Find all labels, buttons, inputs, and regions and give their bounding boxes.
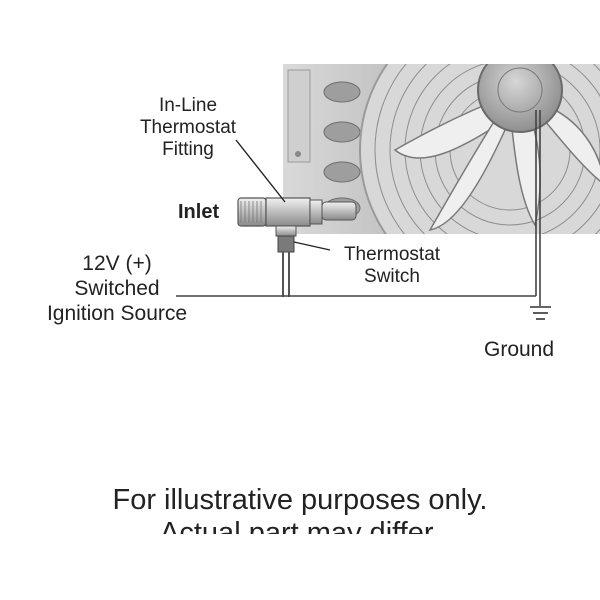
disclaimer-line-2: Actual part may differ. (160, 517, 440, 534)
mounting-bracket (287, 69, 311, 163)
hub-ring (497, 67, 543, 113)
label-inlet: Inlet (178, 201, 220, 223)
fitting-body (265, 197, 311, 227)
label-ground: Ground (484, 338, 555, 361)
switch-label-line-2: Switch (364, 266, 420, 287)
bracket-bolt (295, 151, 301, 157)
inline-thermostat-fitting (237, 197, 357, 297)
fitting-label-line-3: Fitting (162, 139, 214, 160)
fitting-leader (235, 139, 286, 203)
fitting-collar (309, 199, 323, 225)
source-label-line-3: Ignition Source (46, 302, 188, 325)
fan-motor-hub (477, 64, 563, 133)
fan-blades (393, 93, 600, 232)
switch-leader (293, 241, 331, 251)
thermostat-switch-body (277, 235, 295, 253)
disclaimer: For illustrative purposes only. Actual p… (0, 484, 600, 534)
fitting-label-line-2: Thermostat (139, 117, 237, 138)
wiring (176, 110, 541, 306)
switch-label-line-1: Thermostat (343, 244, 441, 265)
source-label-line-1: 12V (+) (82, 252, 152, 275)
label-ignition-source: 12V (+) Switched Ignition Source (28, 251, 206, 326)
disclaimer-line-1: For illustrative purposes only. (112, 484, 488, 516)
source-label-line-2: Switched (74, 277, 160, 300)
fitting-branch (275, 225, 297, 237)
fitting-inlet-nut (237, 197, 267, 227)
fitting-outlet-hose (321, 201, 357, 221)
label-thermostat-switch: Thermostat Switch (328, 244, 456, 288)
label-inline-thermostat-fitting: In-Line Thermostat Fitting (118, 95, 258, 161)
ground-symbol-icon (530, 306, 551, 320)
fitting-label-line-1: In-Line (158, 95, 218, 116)
leader-lines (235, 139, 331, 251)
